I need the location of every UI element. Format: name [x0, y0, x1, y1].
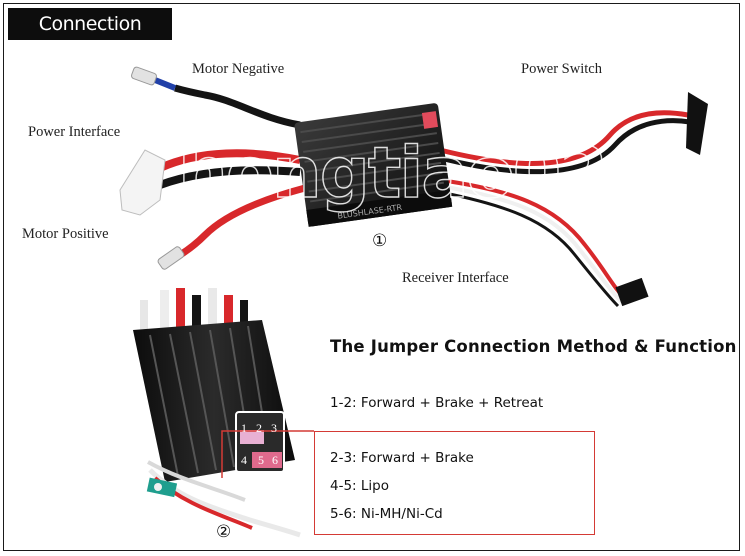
image-frame: [3, 3, 740, 551]
esc-body-zoom: [133, 288, 301, 538]
jumper-cap-5-6: [252, 452, 282, 468]
label-power-interface: Power Interface: [28, 124, 121, 140]
switch-red-wire: [439, 110, 689, 167]
pin-1: 1: [241, 421, 247, 435]
jumper-cap-top: [421, 111, 439, 129]
receiver-plug: [615, 277, 649, 307]
jumper-cap-1-2: [240, 430, 264, 444]
pin-6: 6: [272, 453, 278, 467]
receiver-white-wire: [439, 184, 624, 304]
power-plug: [119, 149, 166, 216]
esc-body-top: BLUSHLASE-RTR: [294, 103, 453, 227]
pin-2: 2: [256, 421, 262, 435]
jumper-function: Lipo: [360, 478, 390, 494]
marker-2: ②: [216, 522, 232, 542]
jumper-pins: 4-5:: [330, 478, 357, 494]
jumper-title: The Jumper Connection Method & Function: [330, 337, 737, 356]
callout-line: [221, 430, 314, 478]
power-switch: [686, 92, 708, 155]
jumper-function: Ni-MH/Ni-Cd: [360, 506, 443, 522]
motor-negative-wire: [174, 84, 301, 129]
pin-3: 3: [271, 421, 277, 435]
power-red-wire: [158, 149, 301, 172]
label-motor-positive: Motor Positive: [22, 226, 109, 242]
jumper-pins: 5-6:: [330, 506, 357, 522]
jumper-item-4-5: 4-5: Lipo: [330, 478, 389, 494]
motor-positive-wire: [178, 184, 306, 258]
receiver-red-wire: [439, 178, 627, 300]
jumper-item-1-2: 1-2: Forward + Brake + Retreat: [330, 395, 543, 411]
jumper-item-2-3: 2-3: Forward + Brake: [330, 450, 474, 466]
pin-4: 4: [241, 453, 247, 467]
pin-5: 5: [258, 453, 264, 467]
label-power-switch: Power Switch: [521, 61, 602, 77]
section-header: Connection Method: [8, 8, 172, 67]
jumper-pins: 2-3:: [330, 450, 357, 466]
jumper-function: Forward + Brake: [360, 450, 474, 466]
marker-1: ①: [372, 231, 388, 251]
bullet-connector-negative: [131, 66, 157, 86]
jumper-function: Forward + Brake + Retreat: [360, 395, 544, 411]
switch-black-wire: [439, 118, 691, 175]
watermark: hongtiao020: [177, 131, 655, 214]
power-black-wire: [158, 166, 301, 189]
label-receiver-interface: Receiver Interface: [402, 270, 509, 286]
jumper-callout-box: [314, 431, 595, 535]
jumper-pins: 1-2:: [330, 395, 357, 411]
jumper-item-5-6: 5-6: Ni-MH/Ni-Cd: [330, 506, 443, 522]
bullet-connector-positive: [157, 246, 185, 270]
receiver-black-wire: [439, 190, 620, 308]
label-motor-negative: Motor Negative: [192, 61, 285, 77]
